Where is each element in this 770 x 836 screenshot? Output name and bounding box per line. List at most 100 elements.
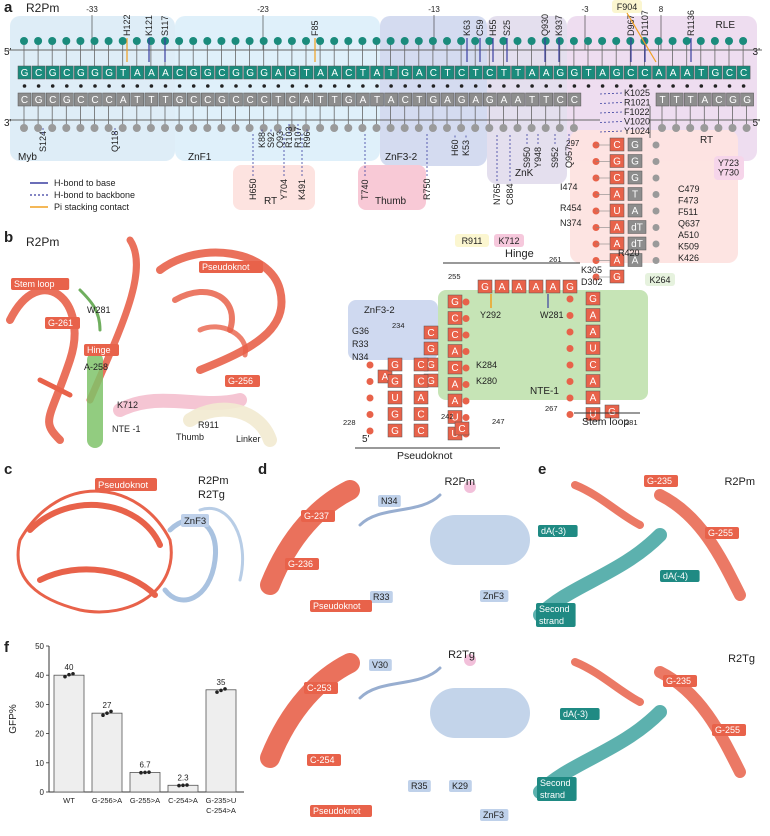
panel-d-bottom-label: ZnF3 <box>483 810 504 820</box>
right-number: 281 <box>625 418 638 427</box>
nucleotide-letter: C <box>417 426 424 437</box>
phosphate-dot <box>652 207 660 215</box>
bottom-strand-base <box>130 92 145 107</box>
pair-dot <box>361 84 365 88</box>
phosphate-dot <box>499 124 508 132</box>
pair-dot <box>544 84 548 88</box>
nucleotide-letter: G <box>246 68 254 79</box>
nucleotide-letter: T <box>473 68 479 79</box>
nucleotide-letter: T <box>444 68 450 79</box>
residue-label-top: D1107 <box>640 10 650 36</box>
nucleotide-letter: A <box>148 68 155 79</box>
bottom-strand-base <box>31 92 46 107</box>
nucleotide-letter: U <box>589 410 596 421</box>
bottom-strand-base <box>172 92 187 107</box>
nucleotide-letter: A <box>120 95 127 106</box>
bottom-tail-base <box>683 92 698 107</box>
bottom-strand-base <box>511 92 525 107</box>
phosphate-dot <box>462 315 470 322</box>
bottom-strand-base <box>116 92 130 107</box>
pair-dot <box>741 84 746 88</box>
pair-dot <box>727 84 732 88</box>
nucleotide-letter: G <box>451 297 459 308</box>
rt-right-base <box>627 253 643 267</box>
domain-znk-label: ZnK <box>515 168 534 179</box>
nucleotide-letter: C <box>715 95 722 106</box>
pair-dot <box>473 84 478 88</box>
phosphate-dot <box>471 124 480 132</box>
replicate-point <box>109 709 113 714</box>
znf3-cartoon <box>162 517 219 603</box>
top-strand-base <box>370 65 384 80</box>
panel-d-bottom-sidechain <box>358 666 442 700</box>
znf3-cartoon <box>198 506 245 582</box>
residue-bubble <box>714 156 744 180</box>
label-bg <box>285 558 319 570</box>
top-strand-base <box>398 65 412 80</box>
position-tick: -3 <box>581 5 589 14</box>
nucleotide-letter: C <box>218 68 225 79</box>
nte1-region <box>438 290 648 400</box>
top-strand-base <box>497 65 511 80</box>
nucleotide-letter: G <box>391 377 399 388</box>
residue-label-top: C59 <box>475 19 485 36</box>
phosphate-dot <box>541 37 550 45</box>
residue-label-f904: F904 <box>617 2 638 12</box>
panel-d-bottom-ion <box>464 654 476 666</box>
nucleotide-letter: dT <box>631 223 643 234</box>
phosphate-dot <box>462 414 470 421</box>
nucleotide-letter: T <box>162 95 168 106</box>
y-tick-label: 20 <box>35 730 44 739</box>
rt-residue-right: K426 <box>678 253 699 263</box>
pseudoknot-helix <box>37 566 158 598</box>
nucleotide-letter: G <box>190 68 198 79</box>
rt-left-base <box>609 220 625 234</box>
replicate-point <box>215 690 219 694</box>
nucleotide-letter: A <box>303 95 310 106</box>
pair-dot <box>516 84 520 88</box>
phosphate-dot <box>372 124 381 132</box>
residue-label-bottom: R107 <box>293 126 303 148</box>
top-strand-base <box>412 65 427 80</box>
nucleotide-letter: A <box>444 95 451 106</box>
panel-b-title: R2Pm <box>26 235 59 249</box>
panel-d-top-title: R2Pm <box>444 476 475 488</box>
panel-e-bottom-title: R2Tg <box>728 653 755 665</box>
bl-base <box>387 423 403 438</box>
nucleotide-letter: A <box>515 95 522 106</box>
phosphate-dot <box>566 328 574 336</box>
residue-label-bottom: C884 <box>505 183 515 205</box>
nucleotide-letter: C <box>63 68 70 79</box>
phosphate-dot <box>652 174 660 182</box>
residue-label-top: F85 <box>310 20 320 36</box>
panel-c-title2: R2Tg <box>198 489 225 501</box>
residue-label-top: D967 <box>626 14 636 36</box>
mid-left-base <box>413 407 429 421</box>
panel-d-top-sidechain <box>358 493 442 527</box>
phosphate-dot <box>555 37 564 45</box>
panel-e-top-title: R2Pm <box>724 476 755 488</box>
nucleotide-letter: A <box>614 223 621 234</box>
bottom-strand-base <box>327 92 342 107</box>
panel-d-bottom-label: C-254 <box>310 755 335 765</box>
nucleotide-letter: G <box>729 95 737 106</box>
mid-left-base <box>413 423 429 438</box>
phosphate-dot <box>358 37 367 45</box>
phosphate-dot <box>682 37 691 45</box>
label-bg <box>408 780 431 792</box>
legend-label: H-bond to base <box>54 178 116 188</box>
nucleotide-letter: C <box>613 140 620 151</box>
hinge-base <box>545 279 561 294</box>
mid-tail-base <box>454 421 470 436</box>
pair-dot <box>149 84 154 88</box>
nucleotide-letter: T <box>134 95 140 106</box>
panel-e-top-label: G-235 <box>647 476 672 486</box>
nucleotide-letter: A <box>590 311 597 322</box>
residue-label-bottom: R96 <box>302 131 312 148</box>
phosphate-dot <box>714 124 723 132</box>
nucleotide-letter: C <box>458 424 465 435</box>
structure-label-bg <box>225 375 260 387</box>
bar <box>53 674 85 793</box>
nucleotide-letter: C <box>451 363 458 374</box>
replicate-point <box>63 674 67 679</box>
